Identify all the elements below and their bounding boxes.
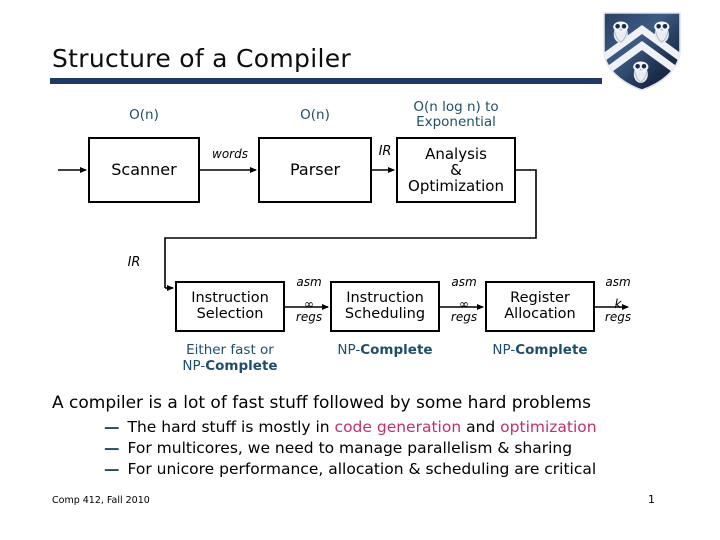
- complexity-analysis-line1: O(n log n) to: [413, 99, 499, 115]
- bullet-0-highlight-optimization: optimization: [500, 418, 597, 436]
- edge-label-words: words: [212, 147, 248, 161]
- hardness-ralloc-np: NP-: [492, 342, 516, 358]
- list-item: — The hard stuff is mostly in code gener…: [104, 418, 597, 436]
- hardness-instruction-scheduling: NP-Complete: [320, 342, 450, 359]
- hardness-ralloc-complete: Complete: [515, 342, 588, 358]
- edge-label-asm-1: asm: [296, 275, 322, 289]
- owl-icon: [613, 21, 629, 43]
- bullet-0-pre: The hard stuff is mostly in: [127, 418, 335, 436]
- lead-statement: A compiler is a lot of fast stuff follow…: [52, 393, 591, 413]
- edge-analysis-feedback-to-isel: [164, 169, 537, 288]
- hardness-isel-complete: Complete: [205, 357, 278, 374]
- box-analysis-line1: Analysis: [425, 144, 487, 163]
- box-analysis-line2: &: [450, 160, 462, 179]
- edge-label-regs-3: regs: [604, 310, 632, 325]
- bullet-list: — The hard stuff is mostly in code gener…: [104, 418, 597, 481]
- complexity-parser: O(n): [300, 107, 330, 123]
- box-instruction-scheduling[interactable]: Instruction Scheduling: [330, 281, 440, 332]
- edge-label-regs-2: ∞ regs: [442, 297, 486, 325]
- edge-label-k: k: [614, 297, 622, 311]
- edge-label-k-regs: k regs: [597, 297, 639, 325]
- hardness-isel-line1: Either fast or: [186, 342, 274, 358]
- rice-shield-logo: [603, 12, 681, 91]
- bullet-text: For multicores, we need to manage parall…: [127, 439, 573, 457]
- edge-label-asm-2: asm: [451, 275, 477, 289]
- footer-course: Comp 412, Fall 2010: [52, 495, 150, 506]
- edge-label-regs-2-word: regs: [450, 310, 478, 325]
- owl-icon: [633, 61, 649, 83]
- bullet-dash: —: [104, 460, 120, 478]
- box-register-allocation[interactable]: Register Allocation: [485, 281, 595, 332]
- bullet-dash: —: [104, 418, 120, 436]
- hardness-isel-np: NP-: [182, 357, 206, 374]
- box-isched-line1: Instruction: [346, 289, 424, 306]
- title-divider: [50, 78, 602, 84]
- box-parser[interactable]: Parser: [258, 137, 372, 203]
- box-analysis-line3: Optimization: [408, 177, 504, 196]
- complexity-analysis: O(n log n) to Exponential: [386, 100, 526, 129]
- owl-icon: [654, 21, 670, 43]
- edge-label-regs-1: ∞ regs: [287, 297, 331, 325]
- list-item: — For unicore performance, allocation & …: [104, 460, 597, 478]
- complexity-analysis-line2: Exponential: [416, 113, 496, 130]
- edge-label-asm-3: asm: [605, 275, 631, 289]
- hardness-isched-np: NP-: [337, 342, 361, 358]
- box-scanner-label: Scanner: [111, 160, 177, 180]
- hardness-register-allocation: NP-Complete: [475, 342, 605, 359]
- box-isel-line2: Selection: [196, 305, 264, 322]
- box-instruction-selection[interactable]: Instruction Selection: [175, 281, 285, 332]
- box-analysis-optimization[interactable]: Analysis & Optimization: [396, 137, 516, 203]
- edge-label-ir-feedback: IR: [127, 255, 141, 270]
- complexity-scanner: O(n): [129, 107, 159, 123]
- list-item: — For multicores, we need to manage para…: [104, 439, 597, 457]
- box-scanner[interactable]: Scanner: [88, 137, 200, 203]
- box-parser-label: Parser: [289, 160, 341, 180]
- box-ralloc-line2: Allocation: [504, 305, 576, 322]
- edge-label-ir-parser-analysis: IR: [378, 144, 392, 159]
- box-isched-line2: Scheduling: [344, 305, 426, 322]
- box-isel-line1: Instruction: [191, 289, 269, 306]
- footer-page-number: 1: [648, 493, 655, 506]
- hardness-isched-complete: Complete: [360, 342, 433, 358]
- edge-label-regs-1-word: regs: [295, 310, 323, 325]
- bullet-0-mid: and: [461, 418, 501, 436]
- hardness-instruction-selection: Either fast or NP-Complete: [165, 342, 295, 374]
- bullet-text: For unicore performance, allocation & sc…: [127, 460, 597, 478]
- bullet-dash: —: [104, 439, 120, 457]
- edge-label-regs-1-inf: ∞: [304, 297, 314, 311]
- bullet-text: The hard stuff is mostly in code generat…: [128, 418, 597, 436]
- edge-label-regs-2-inf: ∞: [459, 297, 469, 311]
- box-ralloc-line1: Register: [510, 289, 570, 306]
- bullet-0-highlight-code-generation: code generation: [334, 418, 462, 436]
- page-title: Structure of a Compiler: [52, 44, 351, 73]
